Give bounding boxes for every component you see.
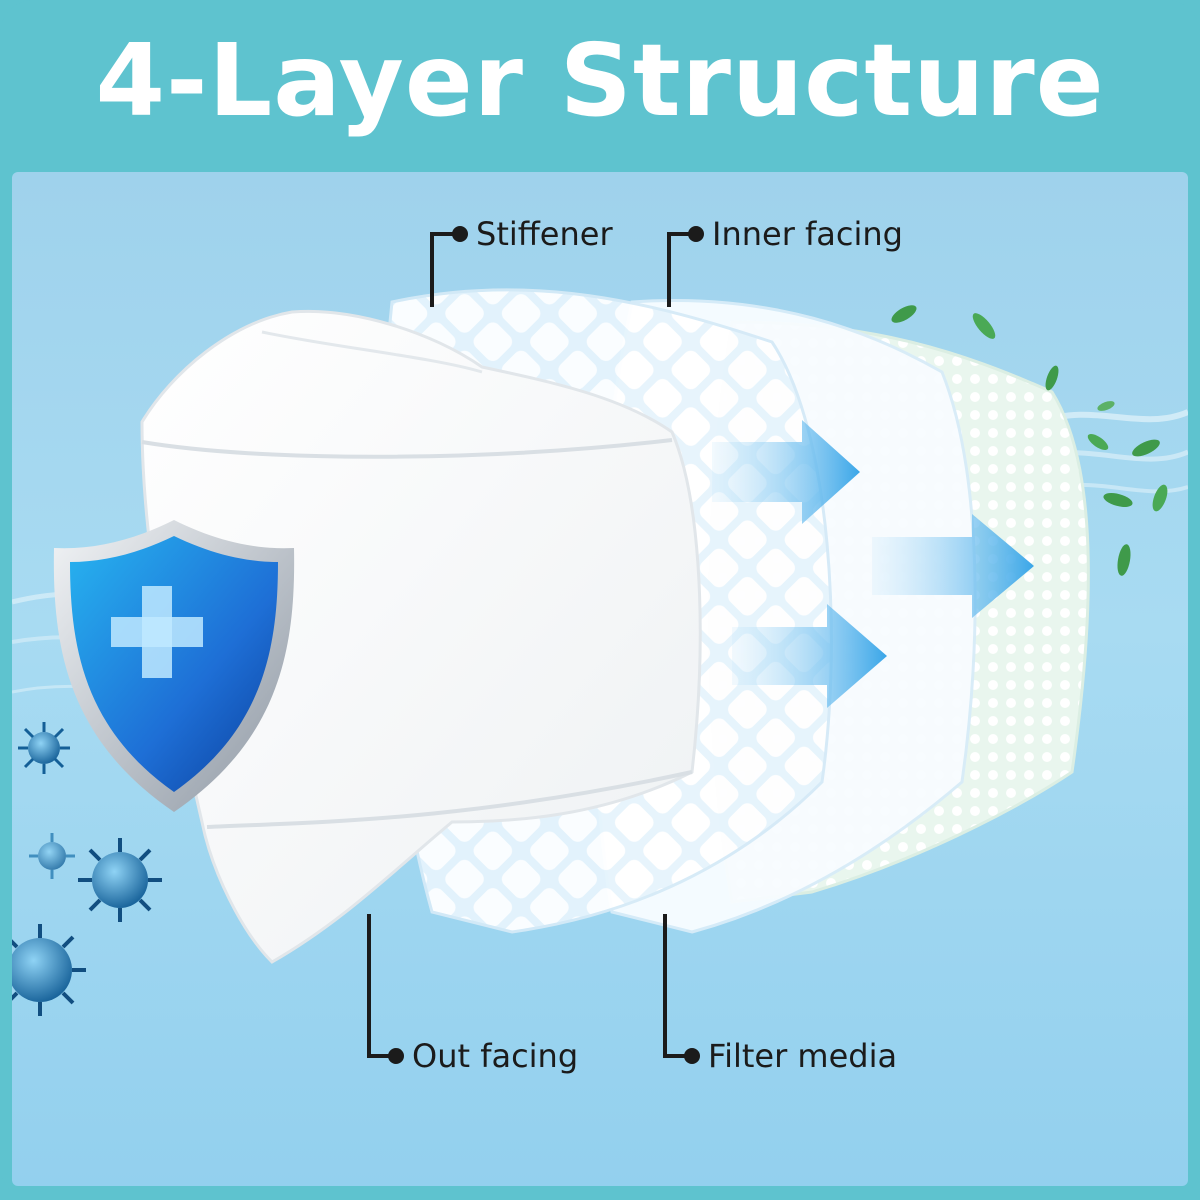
virus-icon bbox=[78, 838, 162, 922]
leaf-icon bbox=[1097, 401, 1115, 411]
leaf-icon bbox=[1103, 493, 1133, 507]
virus-icon bbox=[18, 722, 70, 774]
leaf-icon bbox=[1087, 433, 1109, 451]
out-facing-label: Out facing bbox=[412, 1037, 579, 1075]
shield-plus-icon bbox=[53, 520, 295, 812]
page-title: 4-Layer Structure bbox=[95, 22, 1105, 139]
virus-icon bbox=[29, 833, 75, 879]
out-facing-callout-line bbox=[367, 914, 394, 1058]
stiffener-callout-dot bbox=[452, 226, 468, 242]
leaf-icon bbox=[1117, 544, 1131, 576]
inner-facing-callout-dot bbox=[688, 226, 704, 242]
filter-media-callout-line bbox=[663, 914, 690, 1058]
filter-media-callout-dot bbox=[684, 1048, 700, 1064]
filter-media-label: Filter media bbox=[708, 1037, 898, 1075]
arrow-right-icon bbox=[732, 604, 887, 708]
inner-facing-callout-line bbox=[667, 232, 694, 307]
out-facing-callout-dot bbox=[388, 1048, 404, 1064]
leaf-icon bbox=[972, 313, 996, 339]
arrow-right-icon bbox=[712, 420, 860, 524]
header-band: 4-Layer Structure bbox=[0, 0, 1200, 170]
leaf-icon bbox=[1132, 439, 1160, 457]
leaf-icon bbox=[1045, 365, 1059, 391]
virus-icon bbox=[12, 924, 86, 1016]
mask-layers-illustration bbox=[12, 226, 1188, 1064]
arrow-right-icon bbox=[872, 514, 1034, 618]
callout-dots bbox=[388, 226, 704, 1064]
illustration-panel: Stiffener Inner facing Out facing Filter… bbox=[12, 172, 1188, 1186]
stiffener-label: Stiffener bbox=[476, 215, 613, 253]
out-facing-mask bbox=[140, 309, 702, 964]
stiffener-callout-line bbox=[430, 232, 458, 307]
inner-facing-label: Inner facing bbox=[712, 215, 903, 253]
callout-lines bbox=[367, 232, 694, 1058]
leaf-icon bbox=[891, 305, 917, 323]
leaf-icon bbox=[1152, 484, 1168, 512]
